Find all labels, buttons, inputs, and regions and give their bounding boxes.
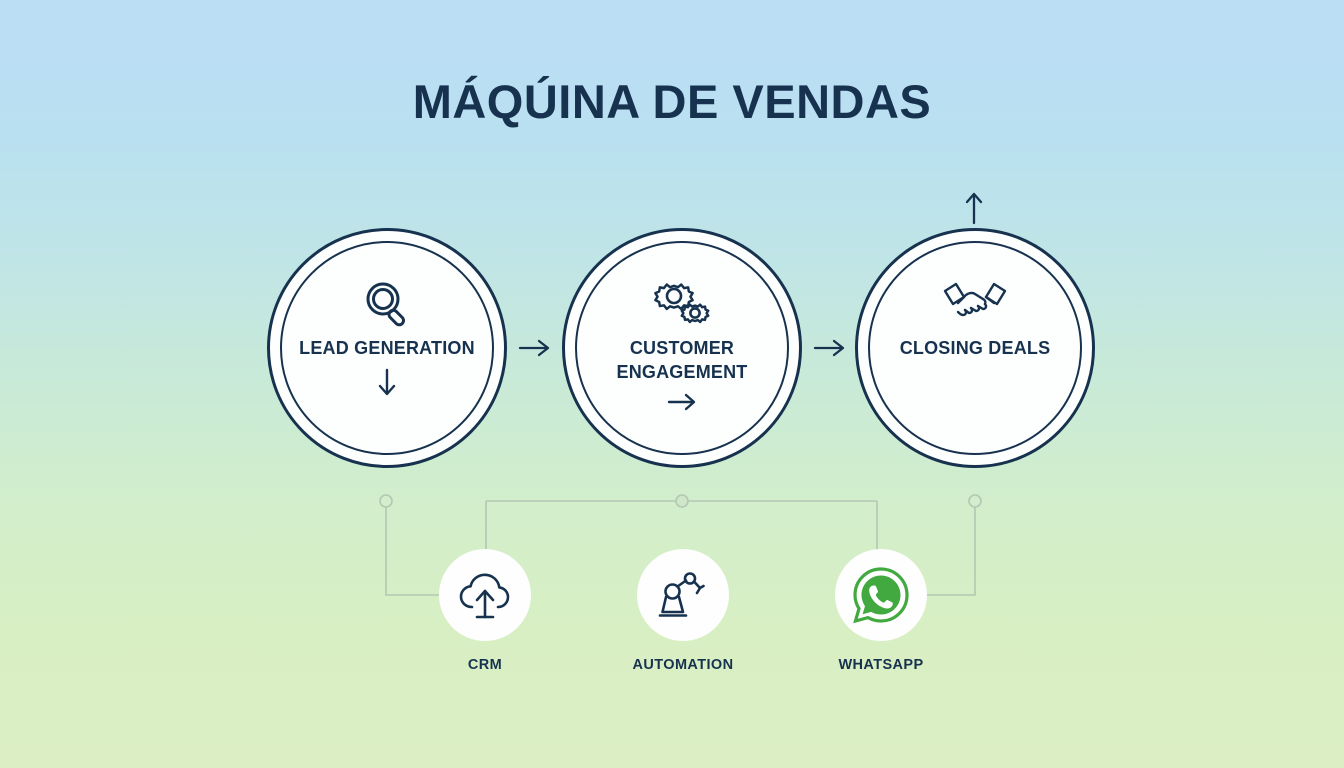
- page-title: MÁQÚINA DE VENDAS: [412, 75, 932, 128]
- tool-automation[interactable]: AUTOMATION: [608, 549, 758, 673]
- stage-lead-generation[interactable]: LEAD GENERATION: [267, 228, 507, 468]
- arrow-stage1-stage2-icon: [515, 335, 555, 361]
- magnifying-glass-icon: [359, 275, 415, 333]
- tool-icon-circle: [835, 549, 927, 641]
- connector-node-right: [968, 494, 982, 508]
- gears-icon: [652, 275, 712, 333]
- tool-label: WHATSAPP: [838, 657, 924, 673]
- connector-node-left: [379, 494, 393, 508]
- tool-icon-circle: [637, 549, 729, 641]
- tool-label: CRM: [467, 657, 503, 673]
- arrow-down-icon: [376, 367, 398, 397]
- cloud-upload-icon: [459, 573, 510, 619]
- connector-node-center: [675, 494, 689, 508]
- stage-inner-ring: [868, 241, 1082, 455]
- tool-icon-circle: [439, 549, 531, 641]
- stage-inner-ring: [280, 241, 494, 455]
- stage-closing-deals[interactable]: CLOSING DEALS: [855, 228, 1095, 468]
- arrow-stage2-stage3-icon: [810, 335, 850, 361]
- handshake-icon: [939, 275, 1011, 333]
- arrow-above-stage3-icon: [960, 190, 988, 226]
- robot-arm-icon: [658, 572, 705, 617]
- tool-crm[interactable]: CRM: [410, 549, 560, 673]
- stage-inner-ring: [575, 241, 789, 455]
- arrow-right-icon: [666, 391, 698, 413]
- stage-label: CUSTOMER ENGAGEMENT: [616, 338, 748, 382]
- stage-customer-engagement[interactable]: CUSTOMER ENGAGEMENT: [562, 228, 802, 468]
- tool-label: AUTOMATION: [632, 657, 734, 673]
- whatsapp-icon: [853, 567, 909, 624]
- stage-label: LEAD GENERATION: [299, 338, 475, 358]
- stage-label: CLOSING DEALS: [899, 338, 1051, 358]
- tool-whatsapp[interactable]: WHATSAPP: [806, 549, 956, 673]
